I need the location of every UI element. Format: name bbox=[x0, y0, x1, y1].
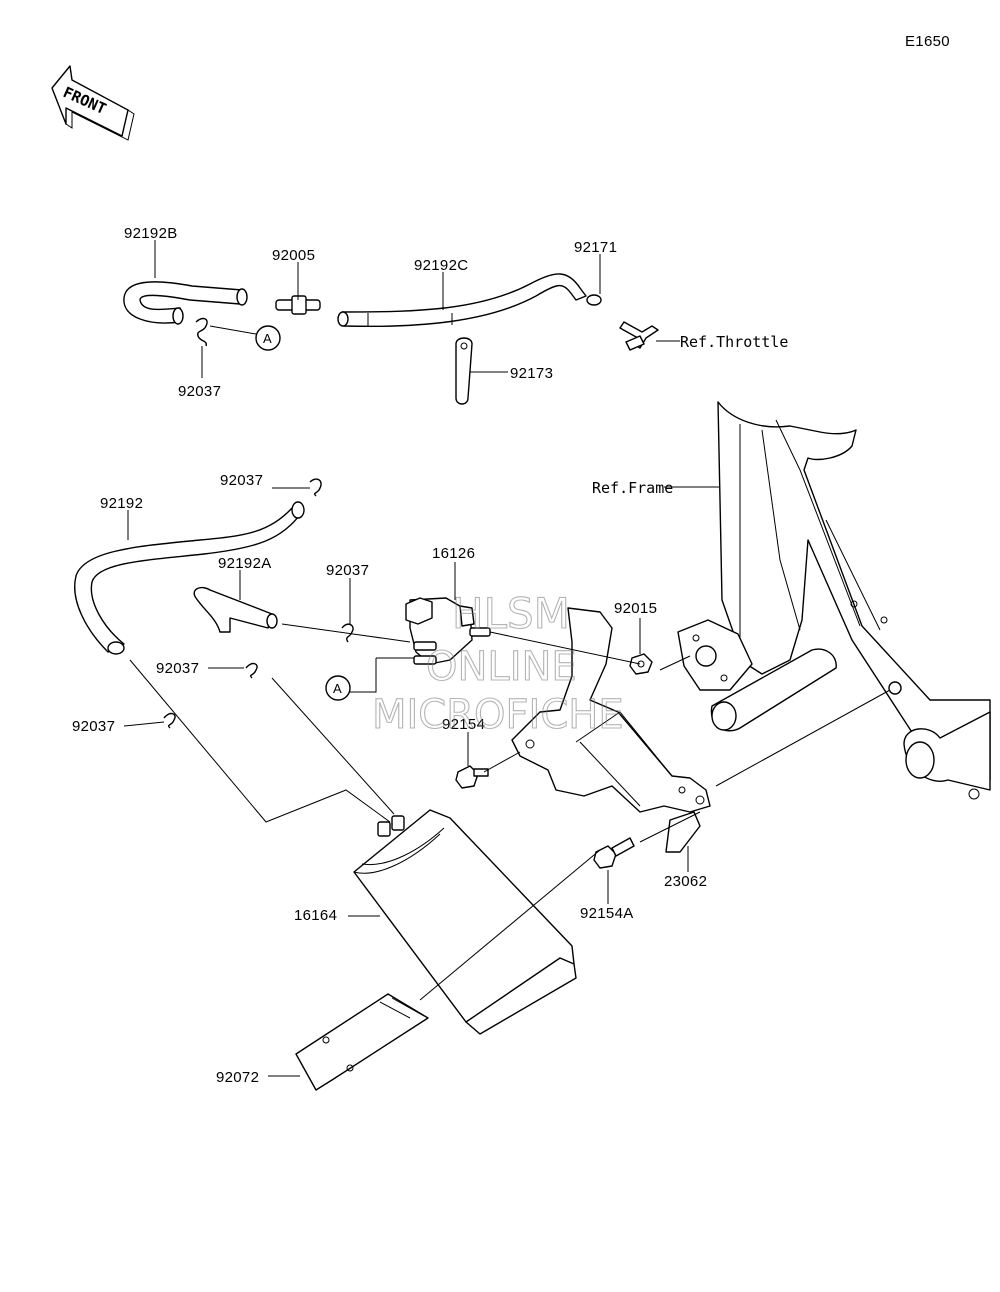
label-92037-c: 92037 bbox=[156, 660, 199, 677]
route-line-8 bbox=[639, 811, 701, 843]
clamp-92037-c bbox=[245, 662, 258, 679]
label-92192c: 92192C bbox=[414, 257, 468, 274]
clamp-92037-top bbox=[195, 317, 208, 347]
label-92173: 92173 bbox=[510, 365, 553, 382]
bracket-92173 bbox=[455, 337, 473, 405]
watermark-line3: MICROFICHE bbox=[372, 692, 624, 738]
label-92154: 92154 bbox=[442, 716, 485, 733]
label-92192b: 92192B bbox=[124, 225, 178, 242]
label-16164: 16164 bbox=[294, 907, 337, 924]
bolt-92154a bbox=[593, 837, 635, 869]
marker-a-lower: A bbox=[325, 675, 351, 701]
route-line-1 bbox=[281, 623, 411, 643]
watermark-line2: ONLINE bbox=[426, 644, 577, 690]
bracket-23062 bbox=[665, 811, 701, 853]
label-16126: 16126 bbox=[432, 545, 475, 562]
canister-16164 bbox=[353, 809, 577, 1035]
route-line-10 bbox=[659, 655, 691, 671]
label-92037-d: 92037 bbox=[72, 718, 115, 735]
route-line-9 bbox=[715, 689, 891, 787]
clamp-92037-a bbox=[309, 478, 322, 497]
t-fitting bbox=[619, 321, 659, 351]
route-line-7 bbox=[483, 751, 521, 773]
label-92005: 92005 bbox=[272, 247, 315, 264]
route-line-5 bbox=[271, 677, 395, 815]
route-line-4 bbox=[129, 659, 391, 823]
watermark-line1: HLSM bbox=[452, 589, 570, 638]
label-ref-frame: Ref.Frame bbox=[592, 479, 673, 497]
diagram-code: E1650 bbox=[905, 33, 950, 50]
clamp-92037-d bbox=[163, 712, 176, 729]
marker-a-top-label: A bbox=[263, 331, 272, 346]
label-92154a: 92154A bbox=[580, 905, 634, 922]
label-92037-top: 92037 bbox=[178, 383, 221, 400]
hose-92192c bbox=[337, 273, 587, 328]
hose-92192 bbox=[74, 501, 305, 655]
leader-92037-d bbox=[123, 721, 165, 727]
label-92037-b: 92037 bbox=[326, 562, 369, 579]
label-92192a: 92192A bbox=[218, 555, 272, 572]
front-arrow-icon: FRONT bbox=[51, 65, 135, 141]
hose-92192b bbox=[123, 281, 248, 325]
solenoid-valve-16126 bbox=[405, 597, 491, 665]
label-92037-a: 92037 bbox=[220, 472, 263, 489]
route-line-6 bbox=[489, 631, 641, 665]
watermark: HLSM ONLINE MICROFICHE bbox=[371, 588, 624, 738]
mounting-bracket bbox=[511, 607, 711, 813]
leader-marker-a bbox=[209, 325, 257, 335]
hose-92192a bbox=[193, 586, 278, 633]
bolt-92154 bbox=[455, 765, 489, 789]
band-92072 bbox=[295, 993, 429, 1091]
marker-a-lower-label: A bbox=[333, 681, 342, 696]
label-92171: 92171 bbox=[574, 239, 617, 256]
marker-a-top: A bbox=[255, 325, 281, 351]
label-92192: 92192 bbox=[100, 495, 143, 512]
label-92072: 92072 bbox=[216, 1069, 259, 1086]
route-line-11 bbox=[419, 849, 601, 1001]
route-line-2 bbox=[350, 658, 377, 693]
nut-92015 bbox=[629, 653, 653, 675]
clamp-92171 bbox=[586, 294, 602, 306]
label-23062: 23062 bbox=[664, 873, 707, 890]
label-92015: 92015 bbox=[614, 600, 657, 617]
frame-reference bbox=[677, 401, 991, 800]
label-ref-throttle: Ref.Throttle bbox=[680, 333, 788, 351]
